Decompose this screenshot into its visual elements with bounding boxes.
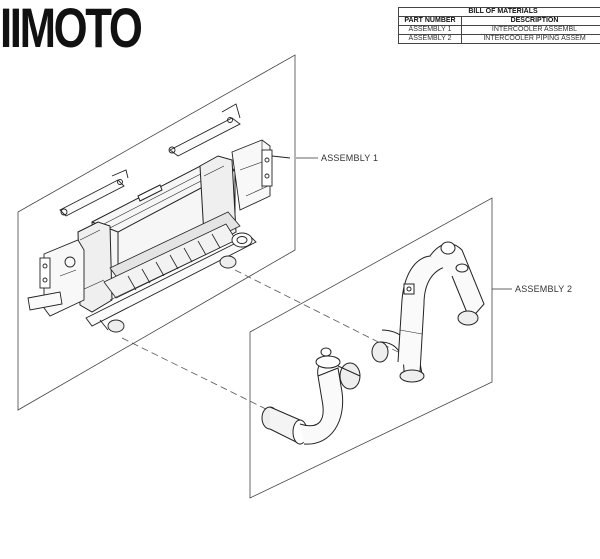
alignment-line [234,269,421,364]
bill-of-materials-table: BILL OF MATERIALS PART NUMBER DESCRIPTIO… [398,7,600,44]
mounting-bracket-top [59,103,241,217]
assembly-2-plane [249,197,493,499]
brand-logo: IIMOTO [0,0,143,59]
alignment-line [121,337,269,411]
assembly-1-callout: ASSEMBLY 1 [321,153,379,163]
assembly-2-callout: ASSEMBLY 2 [515,284,573,294]
assembly-1-plane [17,54,296,411]
mounting-bracket-left [27,239,85,317]
intercooler-pipe-lower [261,347,361,445]
table-row: ASSEMBLY 2 INTERCOOLER PIPING ASSEM [398,34,600,44]
intercooler-fin-grid [103,211,241,307]
intercooler-pipe-upper [371,241,485,383]
intercooler-end-tank-left [77,221,113,313]
bom-cell-description: INTERCOOLER PIPING ASSEM [461,34,600,44]
bottom-mounting-rail [85,232,257,333]
mounting-bracket-right [231,139,291,211]
